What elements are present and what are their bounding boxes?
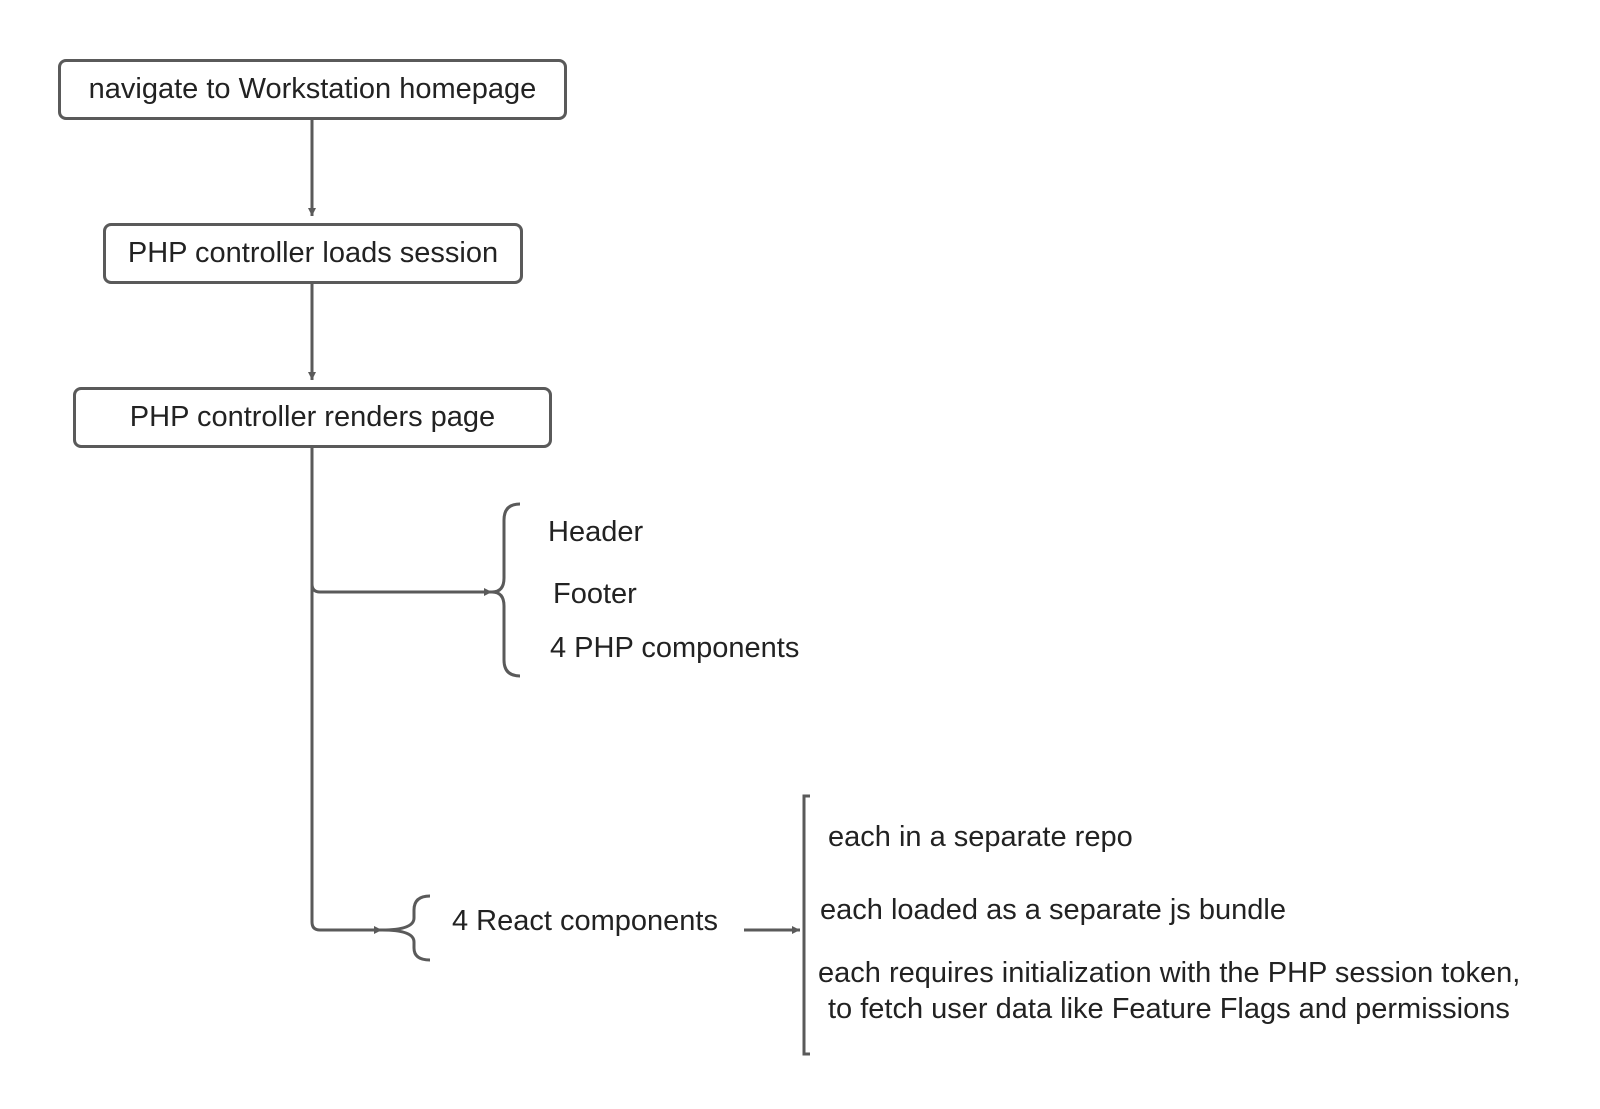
node-controller-renders-page: PHP controller renders page [73, 387, 552, 448]
node-controller-renders-page-label: PHP controller renders page [129, 401, 496, 433]
node-navigate-homepage: navigate to Workstation homepage [58, 59, 567, 120]
brace-react [381, 894, 431, 962]
php-item-header: Header [548, 516, 644, 548]
react-components-label: 4 React components [452, 905, 718, 937]
bracket-notes [802, 794, 810, 1056]
arrow-render-to-php-group [310, 583, 492, 596]
php-item-components: 4 PHP components [550, 632, 800, 664]
note-separate-bundle: each loaded as a separate js bundle [820, 894, 1286, 926]
trunk-line [310, 448, 382, 934]
note-separate-repo: each in a separate repo [828, 821, 1133, 853]
node-navigate-homepage-label: navigate to Workstation homepage [88, 73, 537, 105]
node-controller-loads-session: PHP controller loads session [103, 223, 523, 284]
brace-php-group [491, 502, 521, 678]
php-item-footer: Footer [553, 578, 637, 610]
note-session-token-line1: each requires initialization with the PH… [818, 957, 1521, 989]
note-session-token-line2: to fetch user data like Feature Flags an… [828, 993, 1510, 1025]
node-controller-loads-session-label: PHP controller loads session [127, 237, 499, 269]
